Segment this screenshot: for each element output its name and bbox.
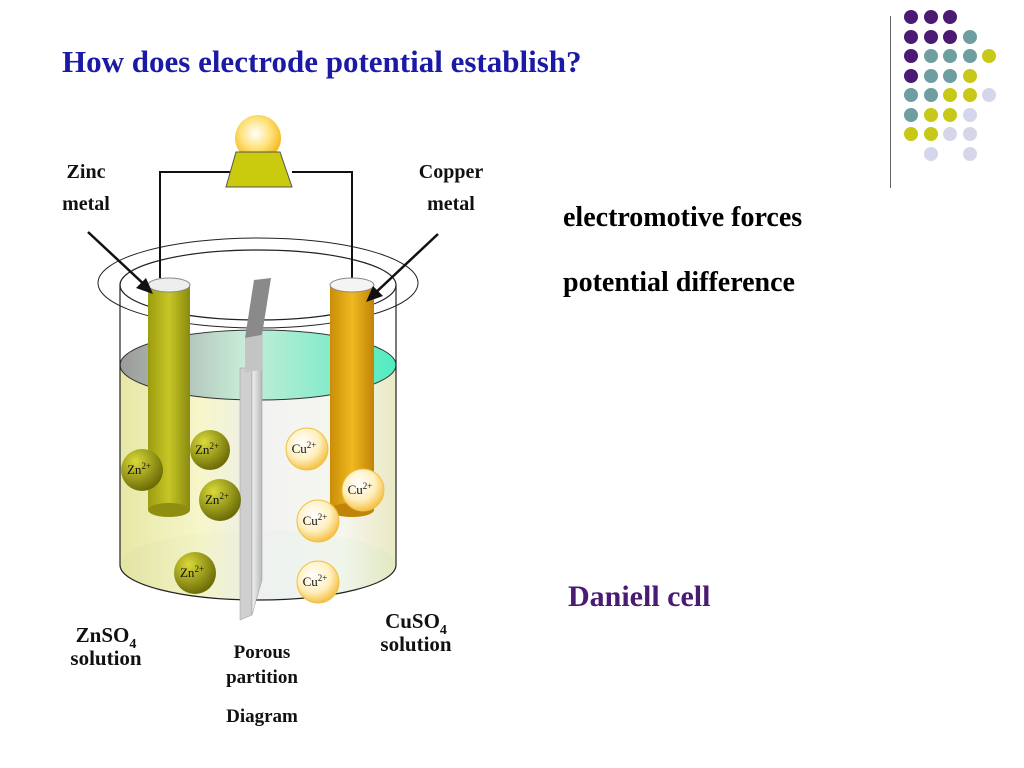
decorative-dot [904,10,918,24]
point-electromotive-forces: electromotive forces [563,202,803,233]
decorative-dot [904,88,918,102]
decorative-dot [904,107,918,122]
svg-text:Cu2+: Cu2+ [348,481,373,497]
decorative-dot [943,49,957,63]
copper-ion: Cu2+ [285,427,329,471]
decorative-dot [904,49,918,63]
daniell-cell-diagram: Zn2+ Zn2+ Zn2+ Zn2+ Cu2+ Cu2+ Cu2+ Cu2+ … [62,115,484,727]
znso4-solution-label: solution [70,646,142,670]
decorative-dot [943,29,957,44]
svg-text:Zn2+: Zn2+ [195,441,219,457]
decorative-dot [923,68,938,83]
decorative-dot [962,146,977,161]
svg-text:Cu2+: Cu2+ [292,440,317,456]
decorative-dot [923,146,938,161]
zinc-label-line1: Zinc [67,161,106,183]
svg-text:Zn2+: Zn2+ [127,461,151,477]
copper-ion: Cu2+ [296,499,340,543]
decorative-dot [943,127,957,141]
porous-partition [251,334,263,616]
decorative-dot [982,49,996,63]
decorative-dot [962,127,977,141]
decorative-dot [904,68,918,83]
decorative-dot [904,29,918,44]
decorative-dot [904,127,918,141]
decorative-dot [962,29,977,44]
decorative-dot [962,88,977,102]
slide-title: How does electrode potential establish? [62,44,582,79]
decorative-dot [923,107,938,122]
decorative-dot [943,88,957,102]
point-potential-difference: potential difference [563,267,795,298]
decorative-dot [982,88,996,102]
copper-arrow [366,286,383,302]
decorative-dot [923,127,938,141]
zinc-arrow [136,278,153,294]
zinc-label-line2: metal [62,193,110,215]
decorative-dot [923,49,938,63]
decorative-dot-grid [904,10,1014,170]
diagram-caption: Diagram [226,706,298,727]
light-bulb [235,115,281,161]
decorative-dot [943,68,957,83]
decorative-dot [962,107,977,122]
decorative-dot [962,68,977,83]
vertical-divider [890,16,891,188]
cuso4-solution-label: solution [380,632,452,656]
decorative-dot [943,107,957,122]
svg-text:Zn2+: Zn2+ [205,491,229,507]
svg-text:Zn2+: Zn2+ [180,564,204,580]
copper-label-line2: metal [427,193,475,215]
znso4-label: ZnSO4 [76,623,137,652]
porous-label-line2: partition [226,667,298,688]
decorative-dot [923,10,938,24]
copper-ion: Cu2+ [341,468,385,512]
zinc-ion: Zn2+ [199,479,241,521]
wire-right [292,171,353,278]
zinc-ion: Zn2+ [174,552,216,594]
wire-left [159,171,230,278]
decorative-dot [943,10,957,24]
svg-text:Cu2+: Cu2+ [303,512,328,528]
porous-label-line1: Porous [234,642,291,663]
zinc-ion: Zn2+ [190,430,230,470]
bulb-base [225,151,293,188]
cuso4-label: CuSO4 [385,609,447,638]
decorative-dot [923,29,938,44]
decorative-dot [923,88,938,102]
copper-label-line1: Copper [419,161,484,183]
decorative-dot [962,49,977,63]
zinc-ion: Zn2+ [121,449,163,491]
daniell-cell-label: Daniell cell [568,580,711,613]
copper-ion: Cu2+ [296,560,340,604]
svg-text:Cu2+: Cu2+ [303,573,328,589]
